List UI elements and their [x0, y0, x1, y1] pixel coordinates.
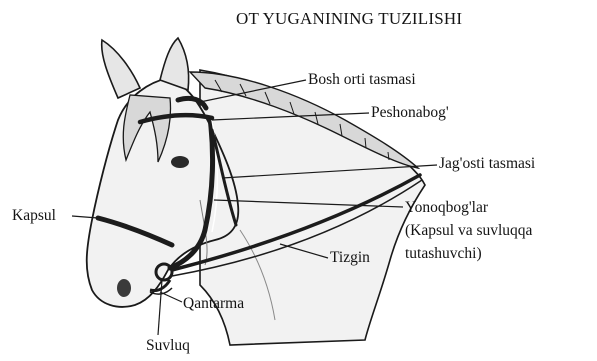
- label-suvluq: Suvluq: [146, 337, 190, 355]
- label-yonoqboglar-note-line1: (Kapsul va suvluqqa: [405, 222, 532, 240]
- horse-eye: [171, 156, 189, 168]
- horse-ear-left: [102, 40, 140, 98]
- label-jagosti-tasmasi: Jag'osti tasmasi: [439, 155, 535, 173]
- leader-qantarma: [160, 292, 182, 302]
- label-qantarma: Qantarma: [183, 295, 244, 313]
- label-tizgin: Tizgin: [330, 249, 370, 267]
- label-peshonabog: Peshonabog': [371, 104, 449, 122]
- label-yonoqboglar: Yonoqbog'lar: [405, 199, 488, 217]
- label-bosh-orti-tasmasi: Bosh orti tasmasi: [308, 71, 416, 89]
- label-yonoqboglar-note-line2: tutashuvchi): [405, 245, 482, 263]
- horse-nostril: [117, 279, 131, 297]
- diagram-title: OT YUGANINING TUZILISHI: [236, 9, 462, 29]
- horse-ear-right: [160, 38, 189, 90]
- label-kapsul: Kapsul: [12, 207, 56, 225]
